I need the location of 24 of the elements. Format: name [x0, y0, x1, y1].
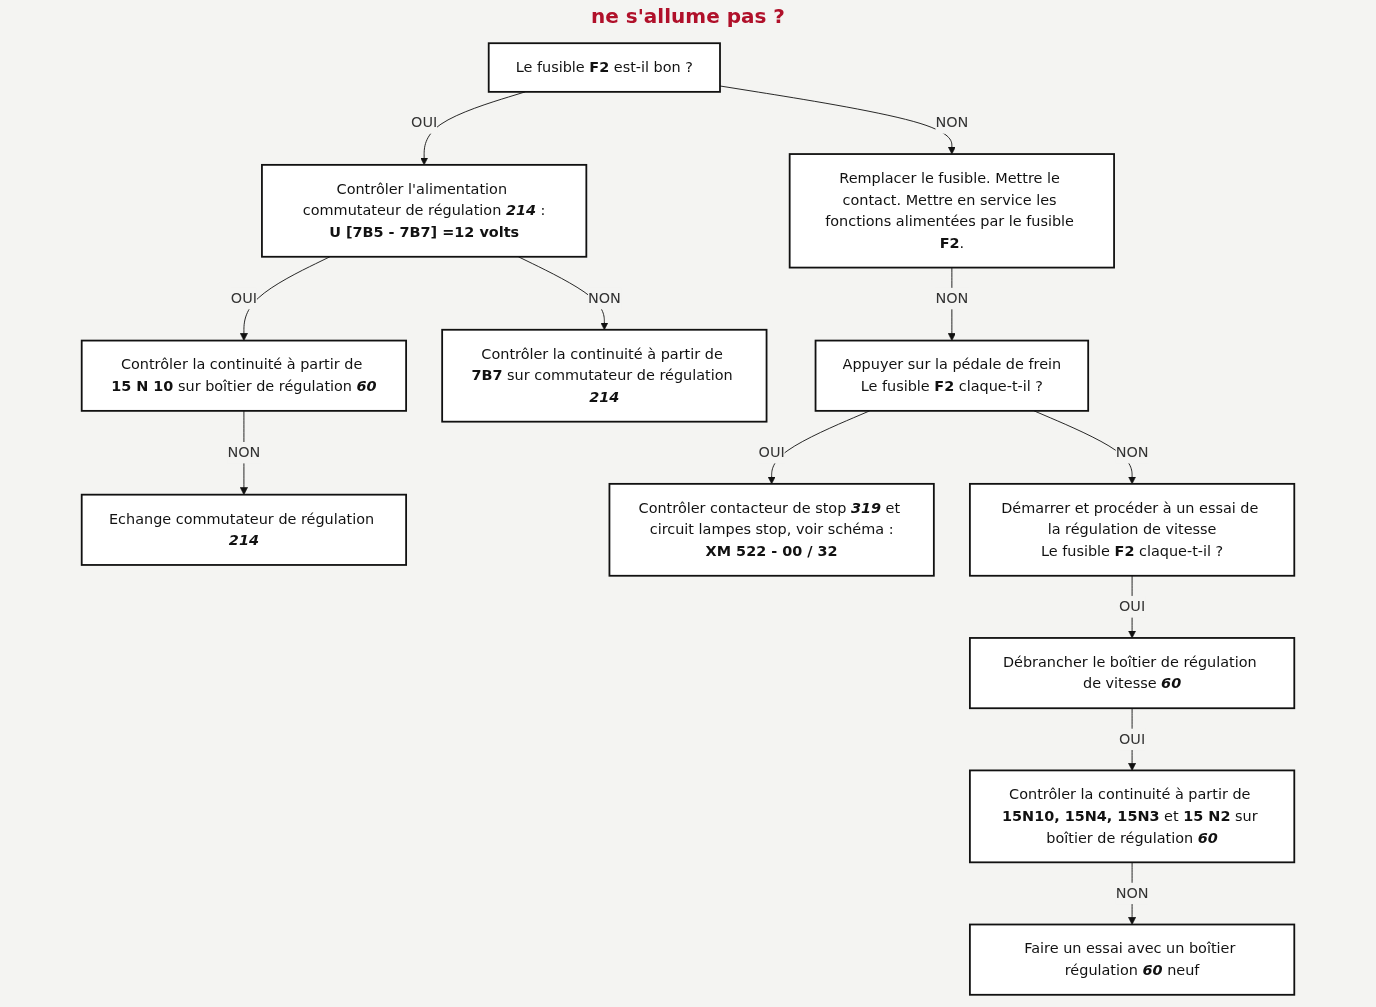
edge-label: OUI [411, 113, 438, 132]
edge-label: NON [587, 289, 621, 307]
node-box: Appuyer sur la pédale de frein Le fusible F2 claque-t-il ? [814, 339, 1090, 412]
edge-label: NON [935, 289, 969, 307]
edge-label: OUI [758, 443, 785, 461]
node-box: Contrôler contacteur de stop 319 et circuit lampes stop, voir schéma : XM 522 - 00 / 32 [608, 482, 935, 577]
node-box: Contrôler l'alimentation commutateur de régulation 214 : U [7B5 - 7B7] =12 volts [261, 163, 588, 258]
node-box: Remplacer le fusible. Mettre le contact. Mettre en service les fonctions alimentées par le fusible F2. [788, 153, 1115, 269]
edge-label: NON [227, 443, 261, 461]
node-box: Le fusible F2 est-il bon ? [487, 42, 721, 93]
edge-label: OUI [230, 289, 257, 307]
node-box: Contrôler la continuité à partir de 15 N 10 sur boîtier de régulation 60 [80, 339, 407, 412]
node-box: Contrôler la continuité à partir de 7B7 sur commutateur de régulation 214 [441, 328, 768, 423]
edge-label: NON [1115, 443, 1149, 461]
edge-label: OUI [1119, 730, 1146, 748]
heading: ne s'allume pas ? [590, 4, 786, 28]
node-box: Faire un essai avec un boîtier régulation 60 neuf [969, 923, 1296, 996]
node-box: Contrôler la continuité à partir de 15N10, 15N4, 15N3 et 15 N2 sur boîtier de régulation 60 [969, 769, 1296, 864]
edge-label: NON [1115, 884, 1149, 902]
edge-label: OUI [1119, 597, 1146, 615]
node-box: Débrancher le boîtier de régulation de vitesse 60 [969, 637, 1296, 710]
node-box: Echange commutateur de régulation 214 [80, 493, 407, 566]
edge-label: NON [935, 113, 969, 132]
node-box: Démarrer et procéder à un essai de la régulation de vitesse Le fusible F2 claque-t-il ? [969, 482, 1296, 577]
